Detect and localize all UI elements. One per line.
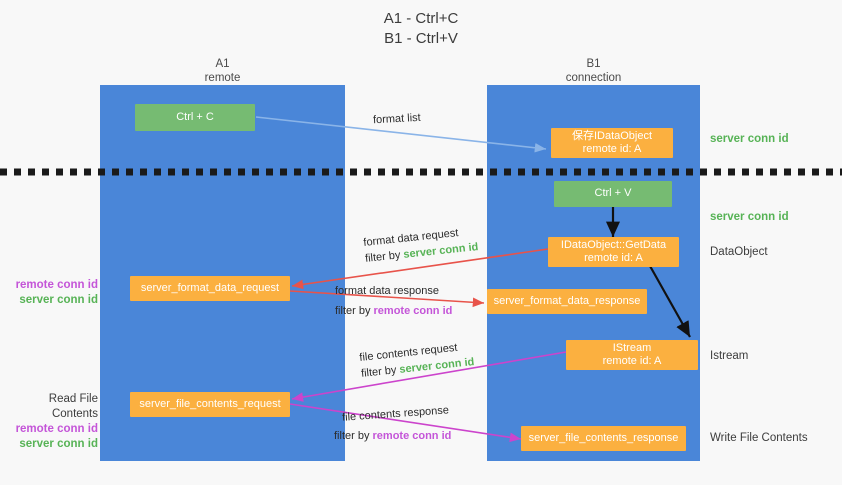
node-ctrl-c[interactable]: Ctrl + C <box>135 104 255 131</box>
right-label-dataobject: DataObject <box>710 246 768 258</box>
diagram-title: A1 - Ctrl+C B1 - Ctrl+V <box>383 10 459 47</box>
node-format-data-request[interactable]: server_format_data_request <box>130 276 290 301</box>
column-header-a1: A1 remote <box>204 58 241 84</box>
column-header-b1: B1 connection <box>565 58 622 84</box>
node-file-contents-response[interactable]: server_file_contents_response <box>521 426 686 451</box>
edge-label-format-list: format list <box>372 111 421 127</box>
right-label-server-conn-id-mid: server conn id <box>710 211 789 223</box>
edge-label-file-contents-response-line2: filter by remote conn id <box>334 428 451 444</box>
edge-label-format-data-response-line1: format data response <box>335 285 439 297</box>
left-label-read-file-contents: Read File Contents <box>48 393 98 420</box>
edge-label-file-contents-response-line1: file contents response <box>341 404 450 424</box>
filter-prefix: filter by <box>364 248 405 265</box>
right-label-server-conn-id-top: server conn id <box>710 133 789 145</box>
left-label-server-conn-id-1: server conn id <box>19 294 98 306</box>
left-label-remote-conn-id-2: remote conn id <box>15 423 98 435</box>
edge-label-format-data-response: format data response filter by remote co… <box>335 283 452 319</box>
node-getdata[interactable]: IDataObject::GetData remote id: A <box>548 237 679 267</box>
filter-value-remote-conn-id: remote conn id <box>373 305 453 317</box>
edge-label-file-contents-request: file contents request filter by server c… <box>359 338 475 382</box>
node-file-contents-request[interactable]: server_file_contents_request <box>130 392 290 417</box>
edge-label-file-contents-response: file contents response filter by remote … <box>334 404 451 444</box>
filter-prefix: filter by <box>360 363 401 380</box>
filter-value-remote-conn-id: remote conn id <box>372 430 452 442</box>
node-ctrl-v[interactable]: Ctrl + V <box>554 181 672 207</box>
edge-label-format-data-request: format data request filter by server con… <box>363 223 479 267</box>
left-label-conn-ids-1: remote conn id server conn id <box>8 278 98 308</box>
filter-prefix: filter by <box>334 430 373 442</box>
filter-prefix: filter by <box>335 305 374 317</box>
right-label-istream: Istream <box>710 350 749 362</box>
right-label-write-file-contents: Write File Contents <box>710 432 808 444</box>
left-label-remote-conn-id-1: remote conn id <box>15 279 98 291</box>
edge-label-format-data-response-line2: filter by remote conn id <box>335 303 452 319</box>
node-format-data-response[interactable]: server_format_data_response <box>487 289 647 314</box>
node-idataobject[interactable]: 保存IDataObject remote id: A <box>551 128 673 158</box>
node-istream[interactable]: IStream remote id: A <box>566 340 698 370</box>
left-label-server-conn-id-2: server conn id <box>19 438 98 450</box>
left-label-read-file-contents-group: Read File Contents remote conn id server… <box>4 392 98 452</box>
